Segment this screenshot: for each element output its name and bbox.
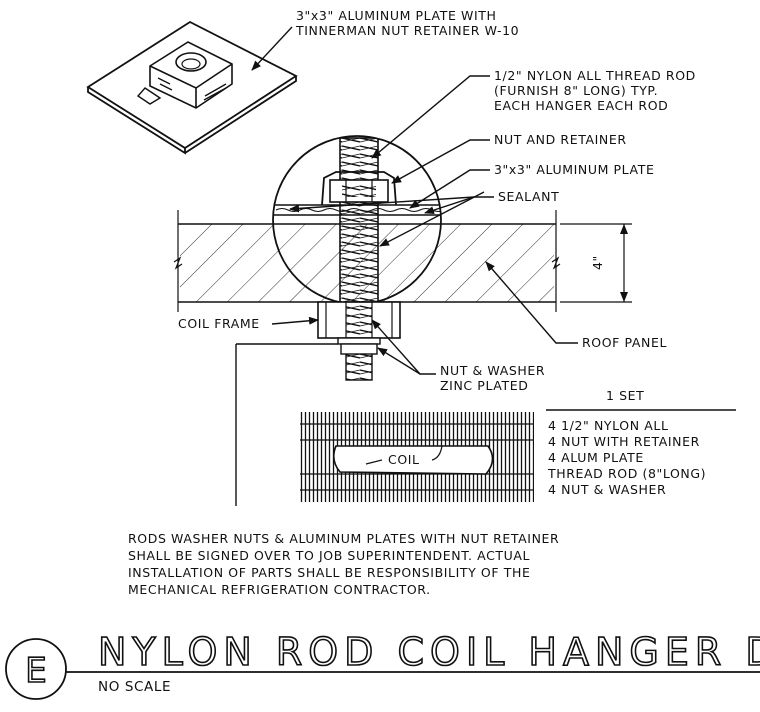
- detail-circle: [272, 135, 442, 305]
- set-item-4: THREAD ROD (8"LONG): [547, 466, 706, 481]
- alum-plate-label: 3"x3" ALUMINUM PLATE: [494, 162, 654, 177]
- roof-panel-leader: [485, 261, 578, 344]
- roof-panel-label: ROOF PANEL: [582, 335, 667, 350]
- coil-tick-left: [365, 459, 383, 465]
- plate-top-label-1: 3"x3" ALUMINUM PLATE WITH: [296, 8, 497, 23]
- set-item-2: 4 NUT WITH RETAINER: [548, 434, 700, 449]
- rod-label-3: EACH HANGER EACH ROD: [494, 98, 668, 113]
- coil-frame-label: COIL FRAME: [178, 316, 260, 331]
- set-item-1: 4 1/2" NYLON ALL: [548, 418, 669, 433]
- nut-washer-label-1: NUT & WASHER: [440, 363, 545, 378]
- coil-label: COIL: [388, 452, 420, 467]
- plate-isometric: [86, 20, 298, 155]
- rod-label-2: (FURNISH 8" LONG) TYP.: [494, 83, 658, 98]
- alum-plate-leader: [409, 169, 490, 209]
- nut-retainer-leader: [391, 139, 490, 184]
- note-line-4: MECHANICAL REFRIGERATION CONTRACTOR.: [128, 582, 431, 597]
- set-item-5: 4 NUT & WASHER: [548, 482, 666, 497]
- plate-top-label-2: TINNERMAN NUT RETAINER W-10: [295, 23, 519, 38]
- nut-retainer-label: NUT AND RETAINER: [494, 132, 627, 147]
- coil-frame-leader: [271, 316, 319, 325]
- coil-section: [300, 412, 534, 502]
- coil-frame: [317, 301, 401, 355]
- detail-letter: E: [25, 651, 46, 691]
- dimension-4in: [560, 223, 632, 303]
- note-line-2: SHALL BE SIGNED OVER TO JOB SUPERINTENDE…: [128, 548, 530, 563]
- dimension-label: 4": [590, 255, 605, 270]
- plate-top-leader: [251, 26, 293, 71]
- detail-title: NYLON ROD COIL HANGER DETAI: [98, 630, 760, 674]
- rod-label-1: 1/2" NYLON ALL THREAD ROD: [494, 68, 696, 83]
- sealant-leader-2: [289, 196, 475, 213]
- rod-leader: [371, 75, 490, 159]
- rod-thread-leader: [379, 191, 485, 247]
- nut-washer-leader-2: [377, 347, 421, 375]
- coil-tick-right: [431, 445, 443, 461]
- note-line-3: INSTALLATION OF PARTS SHALL BE RESPONSIB…: [128, 565, 530, 580]
- set-title: 1 SET: [606, 388, 644, 403]
- scale-label: NO SCALE: [98, 679, 171, 695]
- sealant-label: SEALANT: [498, 189, 559, 204]
- nut-washer-label-2: ZINC PLATED: [440, 378, 528, 393]
- note-line-1: RODS WASHER NUTS & ALUMINUM PLATES WITH …: [128, 531, 559, 546]
- set-item-3: 4 ALUM PLATE: [548, 450, 644, 465]
- detail-bubble: [5, 638, 67, 700]
